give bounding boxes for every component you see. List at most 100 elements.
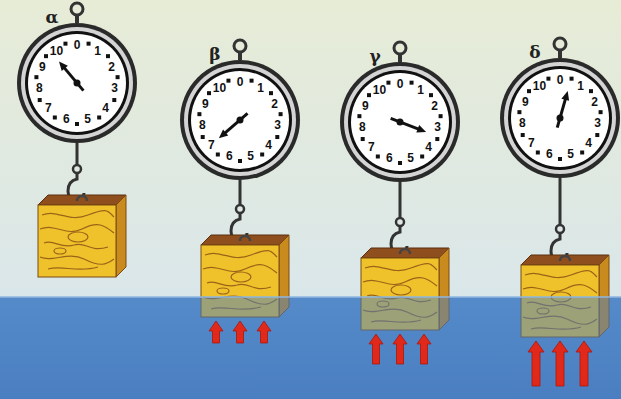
dial-number: 1 [257,82,264,94]
scale-letter: β [209,46,220,63]
tick-mark [558,157,562,161]
tick-mark [275,135,279,139]
buoyancy-arrows [209,321,592,386]
tick-mark [226,79,230,83]
tick-mark [570,77,574,81]
dial-ring [188,68,292,172]
dial-number: 9 [522,96,529,108]
scale-hooks [68,143,567,260]
needle-head [59,62,68,71]
dial-number: 3 [111,82,118,94]
dial-ring [184,64,296,176]
spring-scale-dial: β012345678910 [176,56,304,184]
needle-head [561,91,569,101]
scale-letter: δ [529,44,540,61]
dial-number: 7 [208,139,215,151]
tick-mark [367,93,371,97]
dial-number: 8 [199,119,206,131]
tick-mark [398,161,402,165]
tick-mark [420,154,424,158]
dial-number: 6 [226,150,233,162]
dial-number: 0 [397,78,404,90]
dial-number: 1 [417,84,424,96]
dial-number: 0 [237,76,244,88]
tick-mark [75,122,79,126]
tick-mark [87,42,91,46]
dial-number: 0 [557,74,564,86]
spring-scale-dial: α012345678910 [13,19,141,147]
tick-mark [595,133,599,137]
tick-mark [361,137,365,141]
dial-number: 7 [528,137,535,149]
dial-number: 9 [362,100,369,112]
tick-mark [517,110,521,114]
tick-mark [238,159,242,163]
air-background [0,0,621,297]
dial-ring [180,60,300,180]
dial-ring [508,66,612,170]
dial-number: 5 [247,150,254,162]
tick-mark [599,110,603,114]
needle-head [219,129,228,138]
tick-mark [260,152,264,156]
dial-number: 4 [585,137,592,149]
dial-number: 1 [94,45,101,57]
dial-ring [500,58,620,178]
tick-mark [435,137,439,141]
water-surface-overlay [0,297,621,399]
dial-ring [28,34,126,132]
dial-number: 3 [594,117,601,129]
tick-mark [201,135,205,139]
dial-ring [191,71,289,169]
water [0,297,621,399]
dial-number: 4 [265,139,272,151]
dial-number: 3 [434,121,441,133]
dial-number: 8 [359,121,366,133]
dial-number: 6 [63,113,70,125]
tick-mark [250,79,254,83]
dial-number: 2 [271,98,278,110]
dial-ring [344,66,456,178]
tick-mark [536,150,540,154]
dial-ring [511,69,609,167]
dial-number: 2 [591,96,598,108]
dial-number: 5 [407,152,414,164]
dial-number: 6 [386,152,393,164]
dial-number: 10 [213,82,226,94]
wooden-block [38,195,126,277]
dial-number: 10 [50,45,63,57]
tick-mark [63,42,67,46]
tick-mark [53,115,57,119]
needle [223,113,247,134]
tick-mark [279,112,283,116]
hanger-ring [234,40,246,52]
dial-number: 7 [45,102,52,114]
needle-pivot [557,115,564,122]
dial-number: 3 [274,119,281,131]
tick-mark [216,152,220,156]
waterline [0,296,621,298]
dial-number: 0 [74,39,81,51]
tick-mark [106,54,110,58]
tick-mark [376,154,380,158]
needle [557,97,566,128]
scale-letter: γ [369,48,380,65]
tick-mark [386,81,390,85]
tick-mark [38,98,42,102]
dial-number: 2 [431,100,438,112]
tick-mark [521,133,525,137]
dial-number: 6 [546,148,553,160]
dial-number: 2 [108,61,115,73]
tick-mark [44,54,48,58]
dial-ring [504,62,616,174]
dial-ring [25,31,129,135]
dial-number: 9 [39,61,46,73]
dial-number: 10 [373,84,386,96]
hanger-ring [554,38,566,50]
tick-mark [527,89,531,93]
needle [63,66,84,91]
tick-mark [269,91,273,95]
needle-pivot [237,117,244,124]
tick-mark [410,81,414,85]
